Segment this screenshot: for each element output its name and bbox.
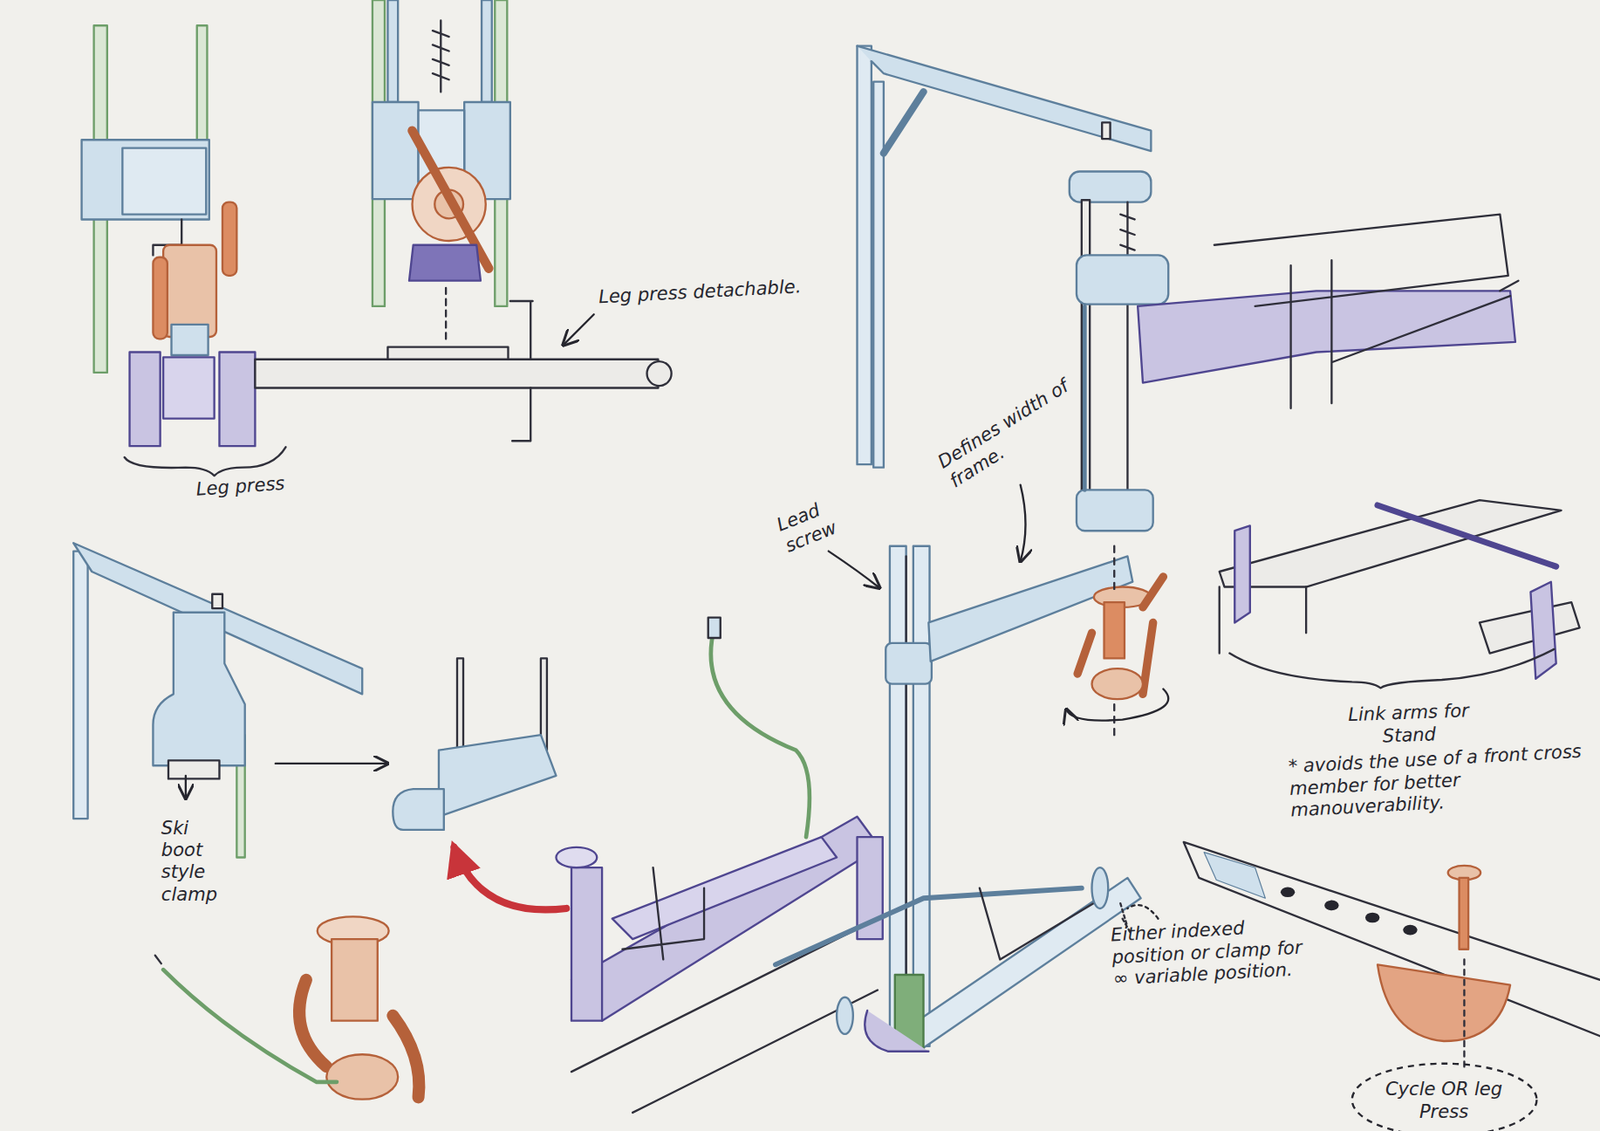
annotation-label: Link arms for Stand (1326, 698, 1492, 749)
annotation-label: Either indexed position or clamp for ∞ v… (1110, 913, 1308, 990)
annotation-label: Defines width of frame. (933, 373, 1088, 493)
dashed-ellipse-note: Cycle OR leg Press (1349, 1073, 1539, 1126)
annotation-label: Leg press (173, 470, 308, 502)
annotation-label: Leg press detachable. (597, 273, 834, 308)
annotation-label: Lead screw (773, 488, 857, 557)
note-text: Cycle OR leg Press (1380, 1077, 1508, 1122)
annotation-label: Ski boot style clamp (161, 816, 233, 905)
annotation-label: * avoids the use of a front cross member… (1287, 738, 1597, 821)
